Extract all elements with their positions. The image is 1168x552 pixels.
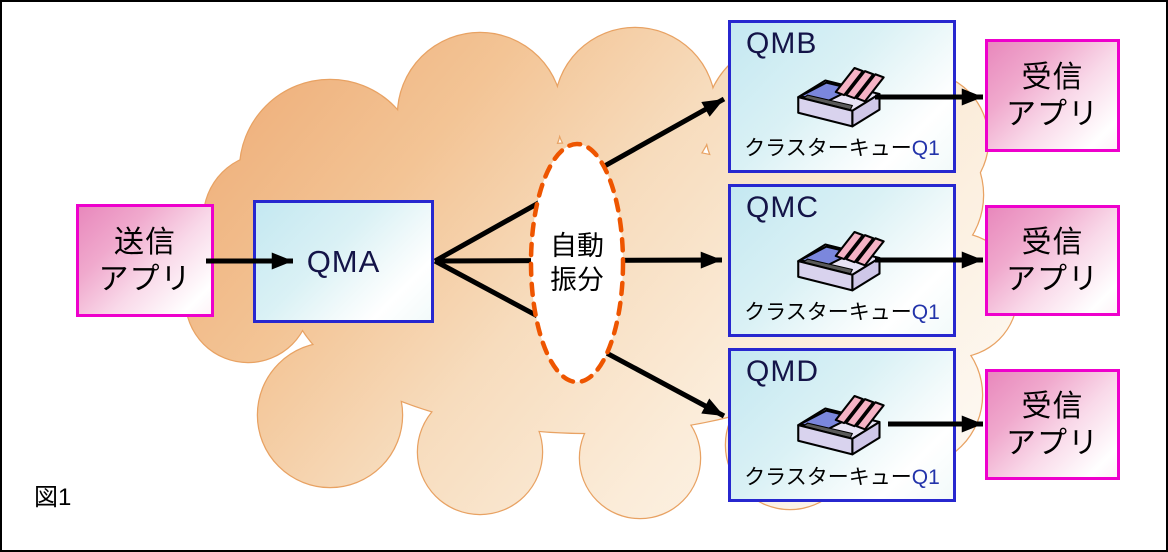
receiver-app-box-2: 受信 アプリ	[985, 205, 1120, 316]
cluster-queue-label: クラスターキューQ1	[731, 461, 953, 491]
qmd-label: QMD	[746, 355, 819, 388]
auto-distribution-line1: 自動	[550, 231, 604, 261]
cluster-queue-icon	[797, 230, 885, 292]
figure-number-label: 図1	[34, 484, 72, 511]
sender-app-box: 送信 アプリ	[76, 204, 214, 317]
cluster-queue-label-text: クラスターキュー	[744, 466, 912, 489]
cluster-queue-label-text: クラスターキュー	[744, 137, 912, 160]
qmb-box: QMB クラスターキューQ1	[728, 20, 956, 173]
cluster-queue-icon	[797, 66, 885, 128]
receiver-app-line1: 受信	[1021, 60, 1084, 94]
qmb-label: QMB	[746, 27, 818, 60]
cluster-queue-name: Q1	[911, 466, 940, 489]
qmd-box: QMD クラスターキューQ1	[728, 348, 956, 502]
receiver-app-line1: 受信	[1021, 389, 1084, 423]
cluster-queue-label: クラスターキューQ1	[731, 132, 953, 162]
receiver-app-line2: アプリ	[1006, 262, 1099, 296]
sender-app-line1: 送信	[114, 225, 176, 259]
cluster-queue-label: クラスターキューQ1	[731, 296, 953, 326]
sender-app-line2: アプリ	[98, 262, 192, 296]
receiver-app-box-3: 受信 アプリ	[985, 369, 1120, 480]
qma-label: QMA	[306, 243, 381, 279]
qma-box: QMA	[253, 200, 434, 323]
receiver-app-line2: アプリ	[1006, 97, 1099, 131]
cluster-queue-label-text: クラスターキュー	[744, 301, 912, 324]
receiver-app-line1: 受信	[1021, 225, 1084, 259]
receiver-app-box-1: 受信 アプリ	[985, 39, 1120, 152]
receiver-app-line2: アプリ	[1006, 426, 1099, 460]
cluster-queue-name: Q1	[911, 301, 940, 324]
auto-distribution-line2: 振分	[550, 265, 604, 295]
auto-distribution-ellipse	[528, 141, 626, 385]
cluster-queue-name: Q1	[911, 137, 940, 160]
qmc-label: QMC	[746, 191, 819, 224]
cluster-queue-icon	[797, 394, 885, 456]
auto-distribution-label: 自動 振分	[517, 229, 637, 297]
